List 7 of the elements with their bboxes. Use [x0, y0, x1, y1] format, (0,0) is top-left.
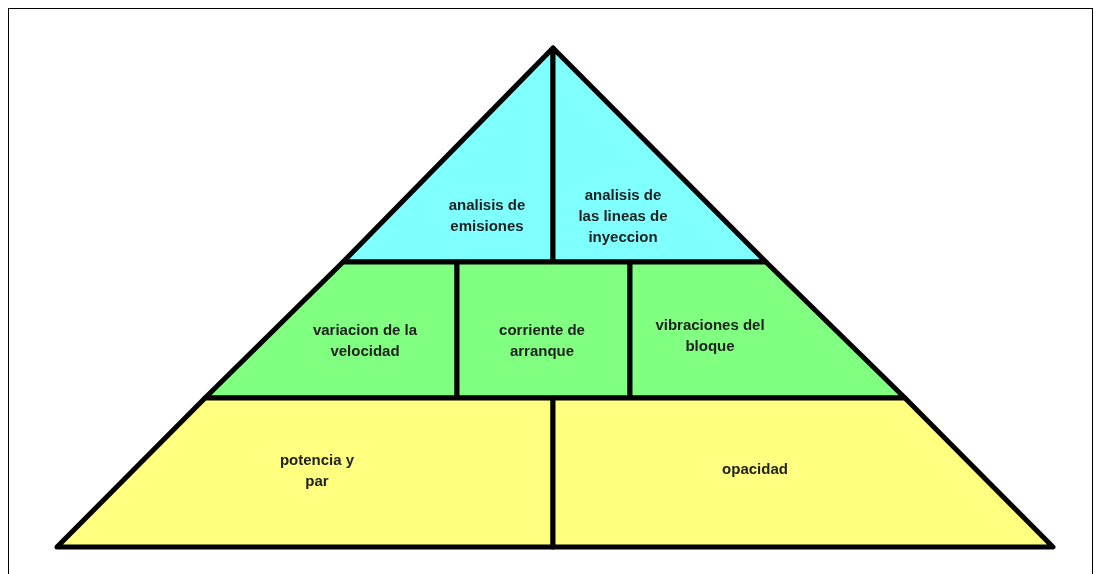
segment-label: corriente de arranque [498, 320, 586, 361]
segment-label: analisis de emisiones [447, 195, 527, 236]
segment-label: vibraciones del bloque [654, 315, 766, 356]
segment-label: analisis de las lineas de inyeccion [577, 184, 669, 247]
segment-label: variacion de la velocidad [311, 320, 419, 361]
segment-label: opacidad [721, 458, 789, 479]
segment-label: potencia y par [278, 450, 356, 491]
